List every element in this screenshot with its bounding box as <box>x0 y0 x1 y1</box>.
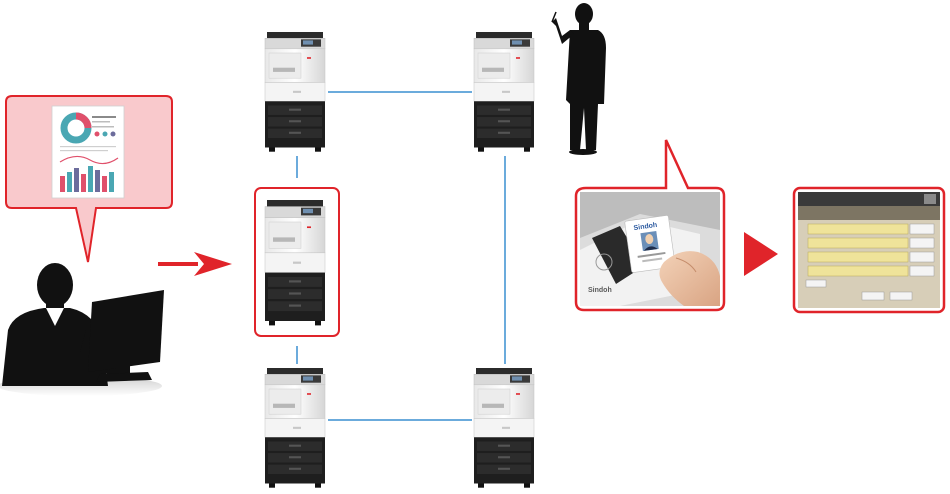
list-item <box>807 223 935 235</box>
panel-button <box>889 291 913 301</box>
hand <box>659 251 720 306</box>
control-panel-screen-icon <box>792 186 946 314</box>
multifunction-printer-icon <box>264 199 326 326</box>
panel-job-list <box>807 223 935 277</box>
list-item <box>807 265 935 277</box>
panel-button <box>805 279 827 288</box>
network-links <box>296 91 506 421</box>
shirt-collar <box>46 308 64 326</box>
printer-bottom-left <box>264 367 326 489</box>
right-arrow-icon <box>744 232 778 276</box>
card-brand: Sindoh <box>633 222 657 232</box>
standing-person-icon <box>552 3 606 155</box>
user-at-computer-group <box>0 263 164 396</box>
list-item <box>807 251 935 263</box>
printer-bottom-right <box>473 367 535 489</box>
list-item <box>807 237 935 249</box>
document-bubble <box>5 95 173 263</box>
panel-button <box>861 291 885 301</box>
report-document-icon <box>51 105 125 199</box>
person-at-computer-icon <box>2 263 164 386</box>
multifunction-printer-icon <box>264 31 326 153</box>
id-card: Sindoh <box>624 215 676 273</box>
panel-title-bar <box>798 192 940 206</box>
printer-top-left <box>264 31 326 153</box>
multifunction-printer-icon <box>473 31 535 153</box>
multifunction-printer-icon <box>473 367 535 489</box>
multifunction-printer-icon <box>264 367 326 489</box>
printer-top-right <box>473 31 535 153</box>
card-reader-callout: Sindoh Sindoh <box>574 139 726 312</box>
send-arrow <box>158 252 232 276</box>
printer-selected-group <box>254 187 340 337</box>
arrow-shaft <box>158 262 198 266</box>
reader-brand: Sindoh <box>588 287 612 294</box>
pen-icon <box>551 11 557 23</box>
right-arrow-icon <box>194 252 232 276</box>
